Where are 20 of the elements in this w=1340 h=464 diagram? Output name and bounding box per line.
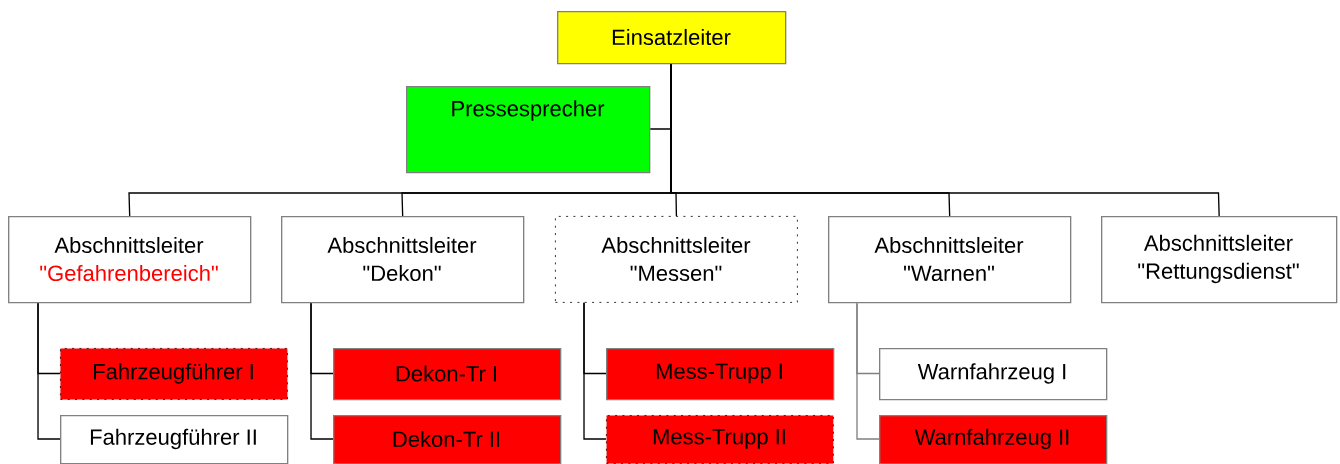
role-box: Abschnittsleiter "Dekon" [281, 216, 525, 304]
role-box: Mess-Trupp II [606, 415, 834, 464]
role-box: Mess-Trupp I [606, 348, 835, 401]
role-box: Pressesprecher [406, 86, 651, 174]
role-box: Abschnittsleiter "Gefahrenbereich" [8, 216, 252, 304]
role-box: Dekon-Tr I [333, 348, 562, 401]
connector [37, 302, 61, 440]
connector [856, 302, 880, 440]
connector [583, 302, 607, 440]
role-box: Warnfahrzeug I [879, 348, 1108, 401]
role-box: Fahrzeugführer II [60, 415, 289, 464]
role-box: Dekon-Tr II [333, 415, 562, 464]
role-box: Abschnittsleiter "Warnen" [828, 216, 1072, 304]
role-box: Abschnittsleiter "Rettungsdienst" [1101, 216, 1338, 304]
connector [310, 302, 334, 440]
role-box: Abschnittsleiter "Messen" [555, 216, 798, 303]
role-box: Warnfahrzeug II [879, 415, 1108, 464]
role-box: Fahrzeugführer I [60, 348, 288, 400]
role-box: Einsatzleiter [557, 11, 787, 65]
connector [670, 63, 1220, 217]
